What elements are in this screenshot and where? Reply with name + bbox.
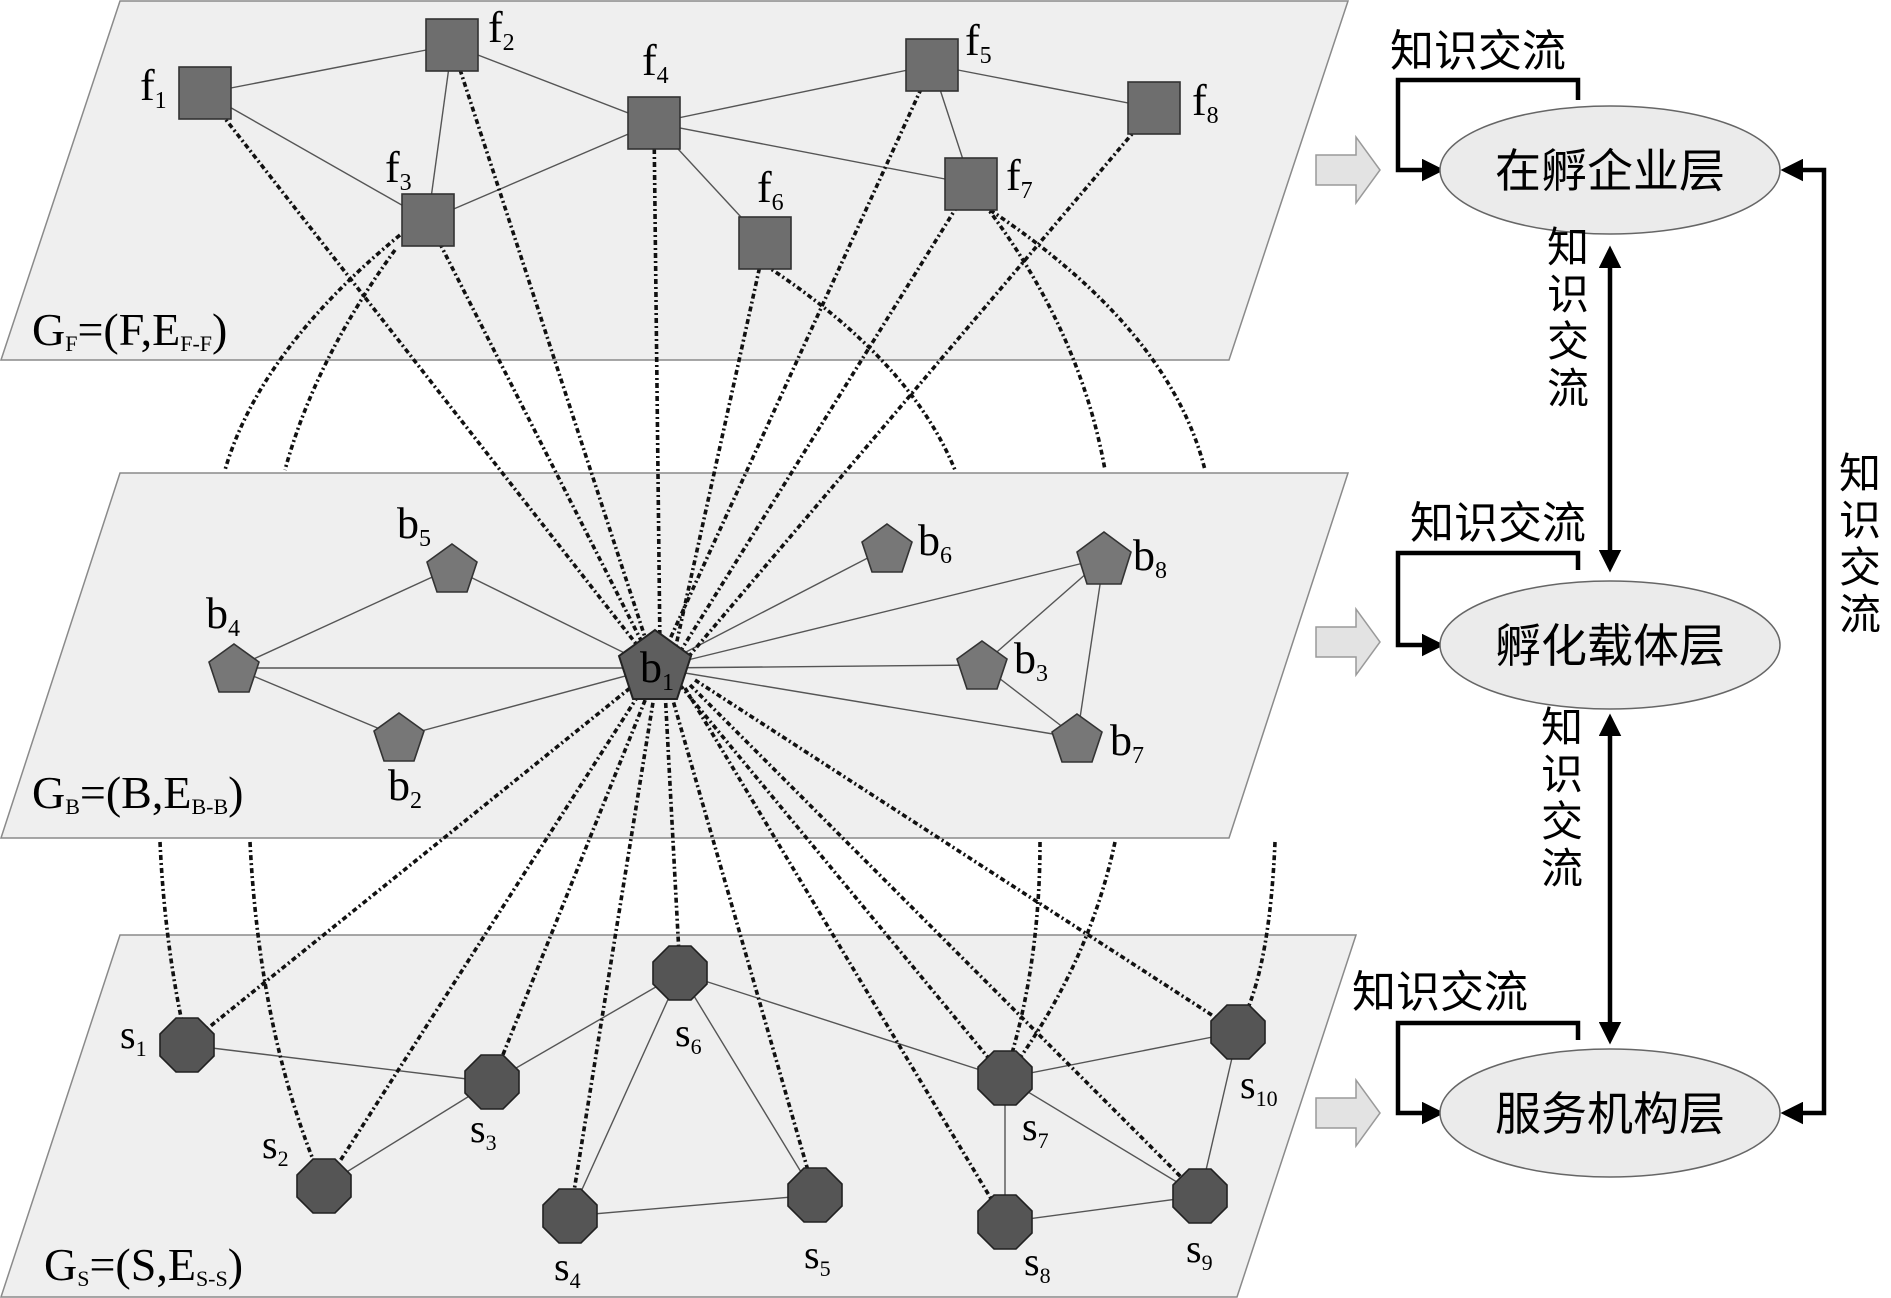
label-s4: s4 [554,1244,581,1293]
arrow-right-enterprise-icon [1315,134,1381,206]
node-s2 [296,1158,352,1214]
label-b3: b3 [1014,634,1048,687]
label-b6: b6 [918,516,952,569]
edges-enterprise [204,44,1155,244]
layer-carrier-label: 孵化载体层 [1495,619,1725,673]
flow-label-loop-enterprise: 知识交流 [1390,26,1566,77]
node-f5 [905,38,959,92]
node-s6 [652,945,708,1001]
label-b4: b4 [206,589,240,642]
plane-enterprise [0,0,1350,361]
plane-label-carrier: GB=(B,EB-B) [32,767,243,819]
label-s3: s3 [470,1106,497,1155]
plane-label-enterprise: GF=(F,EF-F) [32,304,227,356]
vertical-char: 知 [1547,223,1589,272]
vertical-char: 知 [1541,703,1583,752]
vertical-char: 知 [1839,449,1881,498]
node-f7 [944,157,998,211]
node-f8 [1127,81,1181,135]
arrow-right-service-icon [1315,1077,1381,1149]
node-s8 [977,1194,1033,1250]
node-f1 [178,66,232,120]
layer-carrier [1439,580,1781,710]
node-labels: f1 f2 f3 f4 f5 f6 f7 f8 b1 b2 b3 b4 b5 b… [120,3,1278,1293]
vertical-char: 流 [1547,364,1589,413]
vertical-char: 交 [1541,797,1583,846]
label-s2: s2 [262,1122,289,1171]
node-s7 [977,1050,1033,1106]
nodes-enterprise [178,18,1181,270]
node-b2 [373,712,425,762]
node-b8 [1076,531,1132,585]
flow-label-loop-service: 知识交流 [1352,967,1528,1018]
label-s10: s10 [1240,1062,1278,1111]
label-f1: f1 [140,61,167,114]
node-s5 [787,1167,843,1223]
flow-label-enterprise-service: 知识交流 [1839,449,1881,639]
node-f4 [627,96,681,150]
layer-service-label: 服务机构层 [1495,1087,1725,1141]
layer-service [1439,1048,1781,1178]
node-s10 [1210,1004,1266,1060]
plane-label-service: GS=(S,ES-S) [44,1239,243,1291]
flow-label-carrier-service: 知识交流 [1541,703,1583,893]
flow-label-enterprise-carrier: 知识交流 [1547,223,1589,413]
node-f3 [401,193,455,247]
label-f7: f7 [1006,151,1033,204]
loop-carrier-arrow [1395,550,1581,657]
label-b5: b5 [397,499,431,552]
node-f6 [738,216,792,270]
nodes-service [159,945,1266,1250]
layer-enterprise-label: 在孵企业层 [1495,144,1725,198]
label-f3: f3 [385,143,412,196]
node-b6 [861,523,913,573]
vertical-char: 交 [1839,543,1881,592]
label-f8: f8 [1192,76,1219,129]
label-s9: s9 [1186,1226,1213,1275]
loop-service-arrow [1395,1020,1581,1125]
label-b2: b2 [388,761,422,814]
edges-service [186,972,1239,1223]
label-b1: b1 [640,643,674,696]
vertical-char: 流 [1541,844,1583,893]
node-b4 [208,643,260,693]
nodes-carrier [208,523,1132,763]
node-b3 [956,640,1008,690]
label-b7: b7 [1110,716,1144,769]
vertical-char: 识 [1541,750,1583,799]
edges-cross-layer [158,44,1277,1223]
flow-label-loop-carrier: 知识交流 [1410,498,1586,549]
label-s6: s6 [675,1010,702,1059]
label-f6: f6 [757,163,784,216]
label-s8: s8 [1024,1239,1051,1288]
vertical-char: 识 [1547,270,1589,319]
node-f2 [425,18,479,72]
label-s5: s5 [804,1232,831,1281]
node-s9 [1172,1168,1228,1224]
vertical-char: 识 [1839,496,1881,545]
label-f5: f5 [965,16,992,69]
node-s4 [542,1188,598,1244]
label-f2: f2 [488,3,515,56]
arrow-enterprise-service [1780,158,1827,1125]
node-b7 [1051,713,1103,763]
node-b1 [617,628,693,700]
label-s1: s1 [120,1012,147,1061]
layer-enterprise [1439,105,1781,235]
label-s7: s7 [1022,1104,1049,1153]
loop-enterprise-arrow [1395,77,1581,182]
vertical-char: 流 [1839,590,1881,639]
vertical-char: 交 [1547,317,1589,366]
node-b5 [426,543,478,593]
node-s3 [464,1054,520,1110]
arrow-right-carrier-icon [1315,606,1381,678]
label-b8: b8 [1133,531,1167,584]
node-s1 [159,1017,215,1073]
label-f4: f4 [642,36,669,89]
